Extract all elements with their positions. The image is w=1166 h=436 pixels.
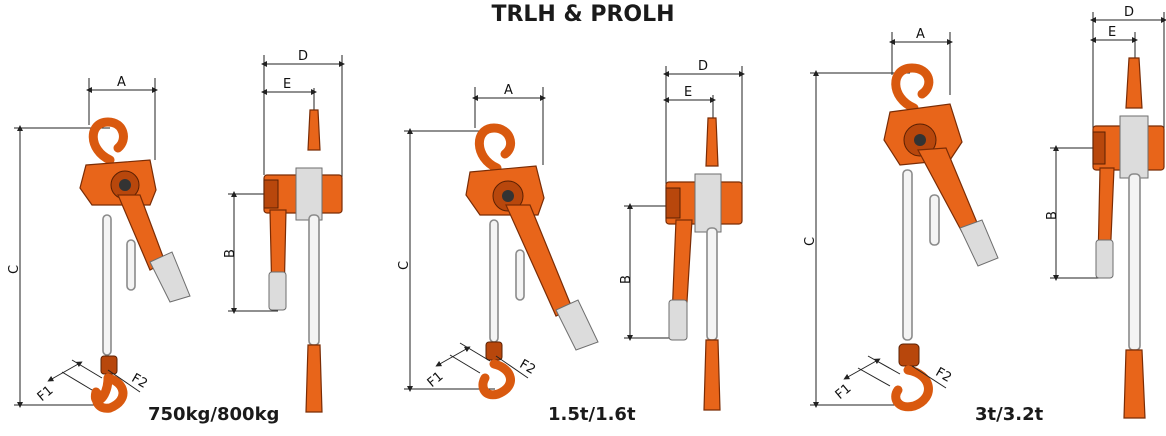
dim-label-a: A [916,27,925,42]
dim-label-d: D [1124,5,1134,20]
dim-label-b: B [1045,211,1060,220]
caption-750kg: 750kg/800kg [148,404,280,425]
dim-label-b: B [619,275,634,284]
caption-3t: 3t/3.2t [975,404,1044,425]
dim-label-a: A [117,75,126,90]
hoist-1-5t-front: A C F1 F2 [397,83,599,400]
dim-label-f1: F1 [425,369,447,391]
dim-label-f1: F1 [35,383,57,405]
dim-label-f2: F2 [933,365,954,386]
dim-label-a: A [504,83,513,98]
hoist-3t-front: A C F1 F2 [803,27,999,412]
dim-label-d: D [698,59,708,74]
diagram-title: TRLH & PROLH [491,2,675,27]
dim-label-f2: F2 [517,357,538,378]
dim-label-c: C [397,261,412,270]
dim-label-f1: F1 [833,381,855,403]
caption-1-5t: 1.5t/1.6t [548,404,636,425]
dim-label-f2: F2 [129,371,150,392]
dim-label-c: C [803,237,818,246]
dim-label-c: C [7,265,22,274]
dim-label-e: E [684,85,692,100]
hoist-750kg-side: D E B [223,49,345,413]
dim-label-d: D [298,49,308,64]
dim-label-e: E [1108,25,1116,40]
dim-label-e: E [283,77,291,92]
hoist-1-5t-side: D E B [619,59,745,411]
hoist-3t-side: D E B [1045,5,1166,419]
chain [102,214,136,356]
dim-label-b: B [223,249,238,258]
hoist-750kg-front: A C F1 F2 [7,75,191,413]
